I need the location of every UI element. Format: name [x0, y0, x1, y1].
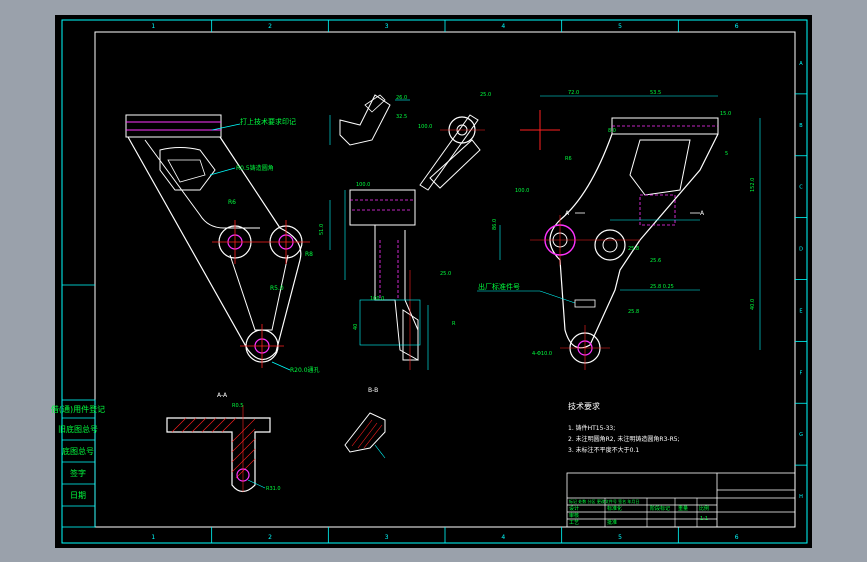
section-b-b-view[interactable]: B-B — [344, 387, 386, 459]
title-row-1: 标记 处数 分区 更改文件号 签名 年月日 — [569, 498, 639, 504]
stamp-row-3: 底图总号 — [62, 446, 94, 456]
svg-text:86.0: 86.0 — [492, 219, 498, 230]
factory-mark-label: 出厂标准件号 — [478, 282, 520, 291]
notes-line-3: 3. 未标注不平度不大于0.1 — [568, 446, 639, 454]
notes-line-2: 2. 未注明圆角R2, 未注明铸造圆角R3-R5; — [568, 435, 680, 443]
svg-text:40: 40 — [353, 324, 359, 330]
svg-text:R: R — [452, 321, 456, 327]
zone-number-bottom: 5 — [618, 534, 622, 541]
zone-letter: F — [800, 370, 803, 376]
zone-number-bottom: 2 — [268, 534, 272, 541]
zone-number-top: 6 — [735, 23, 739, 30]
title-row-3: 审核 — [569, 512, 579, 519]
zone-number-top: 5 — [618, 23, 622, 30]
svg-text:R6: R6 — [565, 156, 572, 162]
svg-text:100.0: 100.0 — [370, 296, 384, 302]
svg-text:51.0: 51.0 — [319, 224, 325, 235]
zone-number-top: 1 — [151, 23, 155, 30]
section-b-label: B-B — [368, 387, 378, 394]
outer-frame — [61, 19, 808, 544]
svg-text:25.0: 25.0 — [440, 271, 451, 277]
svg-text:25.8: 25.8 — [628, 246, 639, 252]
svg-text:4-Φ10.0: 4-Φ10.0 — [532, 351, 552, 357]
title-cell-4: 重量 — [678, 505, 688, 512]
title-cell-5: 比例 — [699, 505, 709, 512]
zone-number-bottom: 3 — [385, 534, 389, 541]
zone-number-bottom: 4 — [501, 534, 505, 541]
section-arrow-a1: A — [565, 210, 570, 217]
svg-text:25.6: 25.6 — [650, 258, 661, 264]
svg-text:5: 5 — [725, 151, 728, 157]
zone-markers — [211, 20, 807, 543]
title-cell-3: 阶段标记 — [650, 505, 670, 512]
notes-title: 技术要求 — [568, 401, 600, 411]
radius-left-label: R0.5 — [232, 403, 243, 409]
title-cell-2: 批准 — [607, 519, 617, 526]
notes-line-1: 1. 铸件HT15-33; — [568, 424, 615, 432]
stamp-row-1: 借(通)用件登记 — [51, 404, 105, 414]
dim-152: 152.0 — [750, 178, 756, 192]
svg-text:26.0: 26.0 — [396, 95, 407, 101]
right-view[interactable]: 72.0 53.5 152.0 40.0 25.8 0.25 25.8 25.6… — [477, 90, 761, 370]
svg-text:25.0: 25.0 — [480, 92, 491, 98]
side-view[interactable]: 26.0 32.5 51.0 100.0 25.0 100.0 40 R 100… — [319, 92, 491, 370]
zone-number-bottom: 1 — [151, 534, 155, 541]
svg-text:100.0: 100.0 — [418, 124, 432, 130]
svg-text:100.0: 100.0 — [515, 188, 529, 194]
svg-text:R5.0: R5.0 — [270, 285, 284, 292]
title-block: 标记 处数 分区 更改文件号 签名 年月日 设计 审核 工艺 标准化 批准 阶段… — [566, 472, 796, 528]
svg-text:R6: R6 — [228, 199, 236, 206]
svg-text:40.0: 40.0 — [750, 299, 756, 310]
section-arrow-a2: A — [700, 210, 705, 217]
svg-text:R8: R8 — [305, 251, 313, 258]
zone-letter: H — [799, 494, 803, 500]
zone-letter: B — [799, 123, 803, 129]
title-row-4: 工艺 — [569, 520, 579, 526]
zone-number-top: 4 — [501, 23, 505, 30]
zone-letter: G — [799, 432, 803, 438]
front-view[interactable]: 打上技术要求印记 R0.5铸造圆角 R20.0通孔 R6 R8 R5.0 — [125, 114, 320, 374]
dim-53-5: 53.5 — [650, 90, 661, 96]
svg-text:8.0: 8.0 — [608, 128, 616, 134]
section-a-a-view[interactable]: A-A R31.0 R0.5 — [166, 392, 281, 493]
mark-label: 打上技术要求印记 — [240, 117, 296, 126]
svg-text:R0.5铸造圆角: R0.5铸造圆角 — [236, 164, 274, 172]
svg-text:15.0: 15.0 — [720, 111, 731, 117]
svg-text:25.8: 25.8 — [628, 309, 639, 315]
stamp-row-4: 签字 — [70, 468, 86, 478]
svg-text:R20.0通孔: R20.0通孔 — [290, 366, 320, 374]
zone-number-top: 2 — [268, 23, 272, 30]
title-row-2: 设计 — [569, 505, 579, 512]
svg-text:25.8 0.25: 25.8 0.25 — [650, 284, 674, 290]
svg-text:32.5: 32.5 — [396, 114, 407, 120]
zone-letter: A — [799, 61, 803, 67]
section-a-label: A-A — [217, 392, 228, 399]
stamp-row-2: 旧底图总号 — [58, 424, 98, 434]
zone-number-bottom: 6 — [735, 534, 739, 541]
zone-letter: D — [799, 247, 803, 253]
technical-notes: 技术要求 1. 铸件HT15-33; 2. 未注明圆角R2, 未注明铸造圆角R3… — [568, 401, 680, 454]
drawing-background — [55, 15, 812, 548]
dim-72: 72.0 — [568, 90, 579, 96]
zone-letter: C — [799, 185, 803, 191]
title-cell-1: 标准化 — [607, 505, 622, 512]
zone-letter: E — [799, 308, 802, 314]
stamp-row-5: 日期 — [70, 491, 86, 500]
title-cell-6: 1:1 — [700, 516, 708, 522]
left-stamp-table: 借(通)用件登记 旧底图总号 底图总号 签字 日期 — [51, 284, 105, 528]
zone-number-top: 3 — [385, 23, 389, 30]
radius-bottom-label: R31.0 — [266, 486, 281, 492]
svg-text:100.0: 100.0 — [356, 182, 370, 188]
